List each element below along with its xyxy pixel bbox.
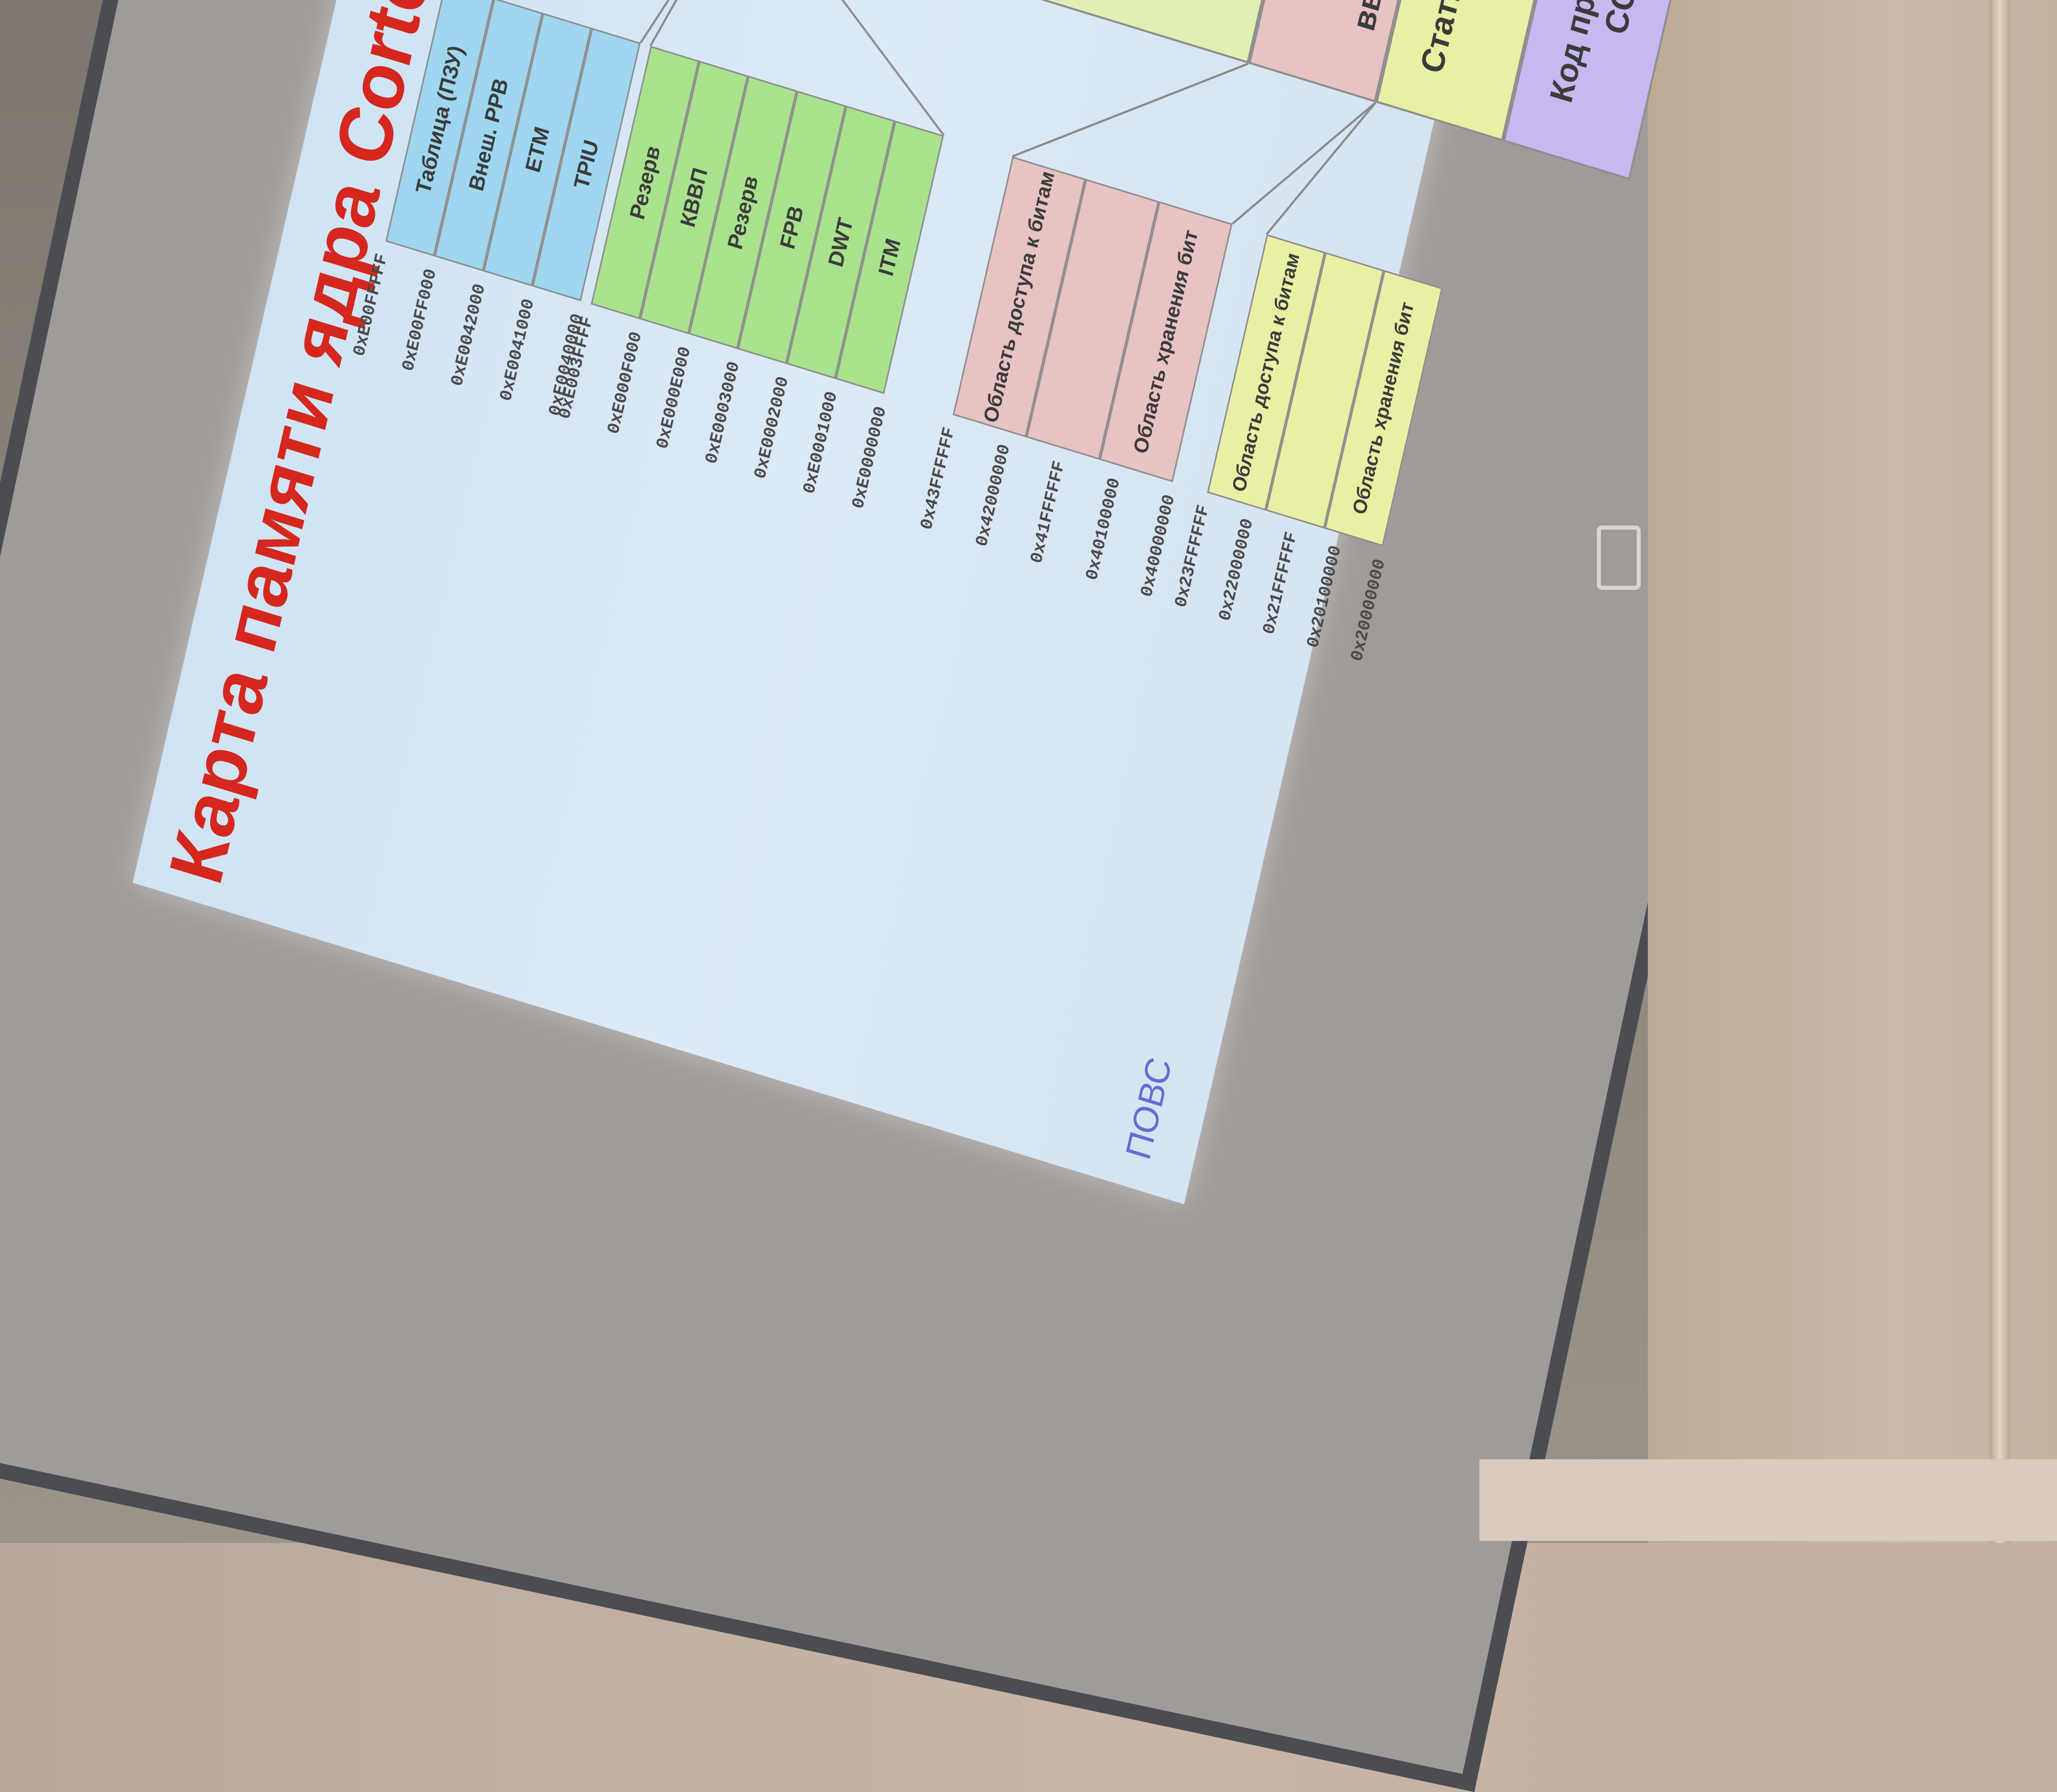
connector-line (1012, 62, 1249, 158)
connector-line (783, 0, 945, 136)
connector-line (649, 0, 731, 46)
floor-trim (1479, 1459, 2057, 1541)
region-label: SRAM (1470, 0, 1527, 1)
side-wall (1648, 0, 2057, 1543)
connector-line (1266, 102, 1376, 235)
region-label: Статическое ОЗУ (1413, 0, 1512, 78)
door-frame (1990, 0, 2010, 1543)
connector-line (640, 0, 731, 43)
region-label: CODE (1597, 0, 1654, 39)
connector-line (1232, 102, 1376, 225)
board-clip (1597, 526, 1641, 590)
